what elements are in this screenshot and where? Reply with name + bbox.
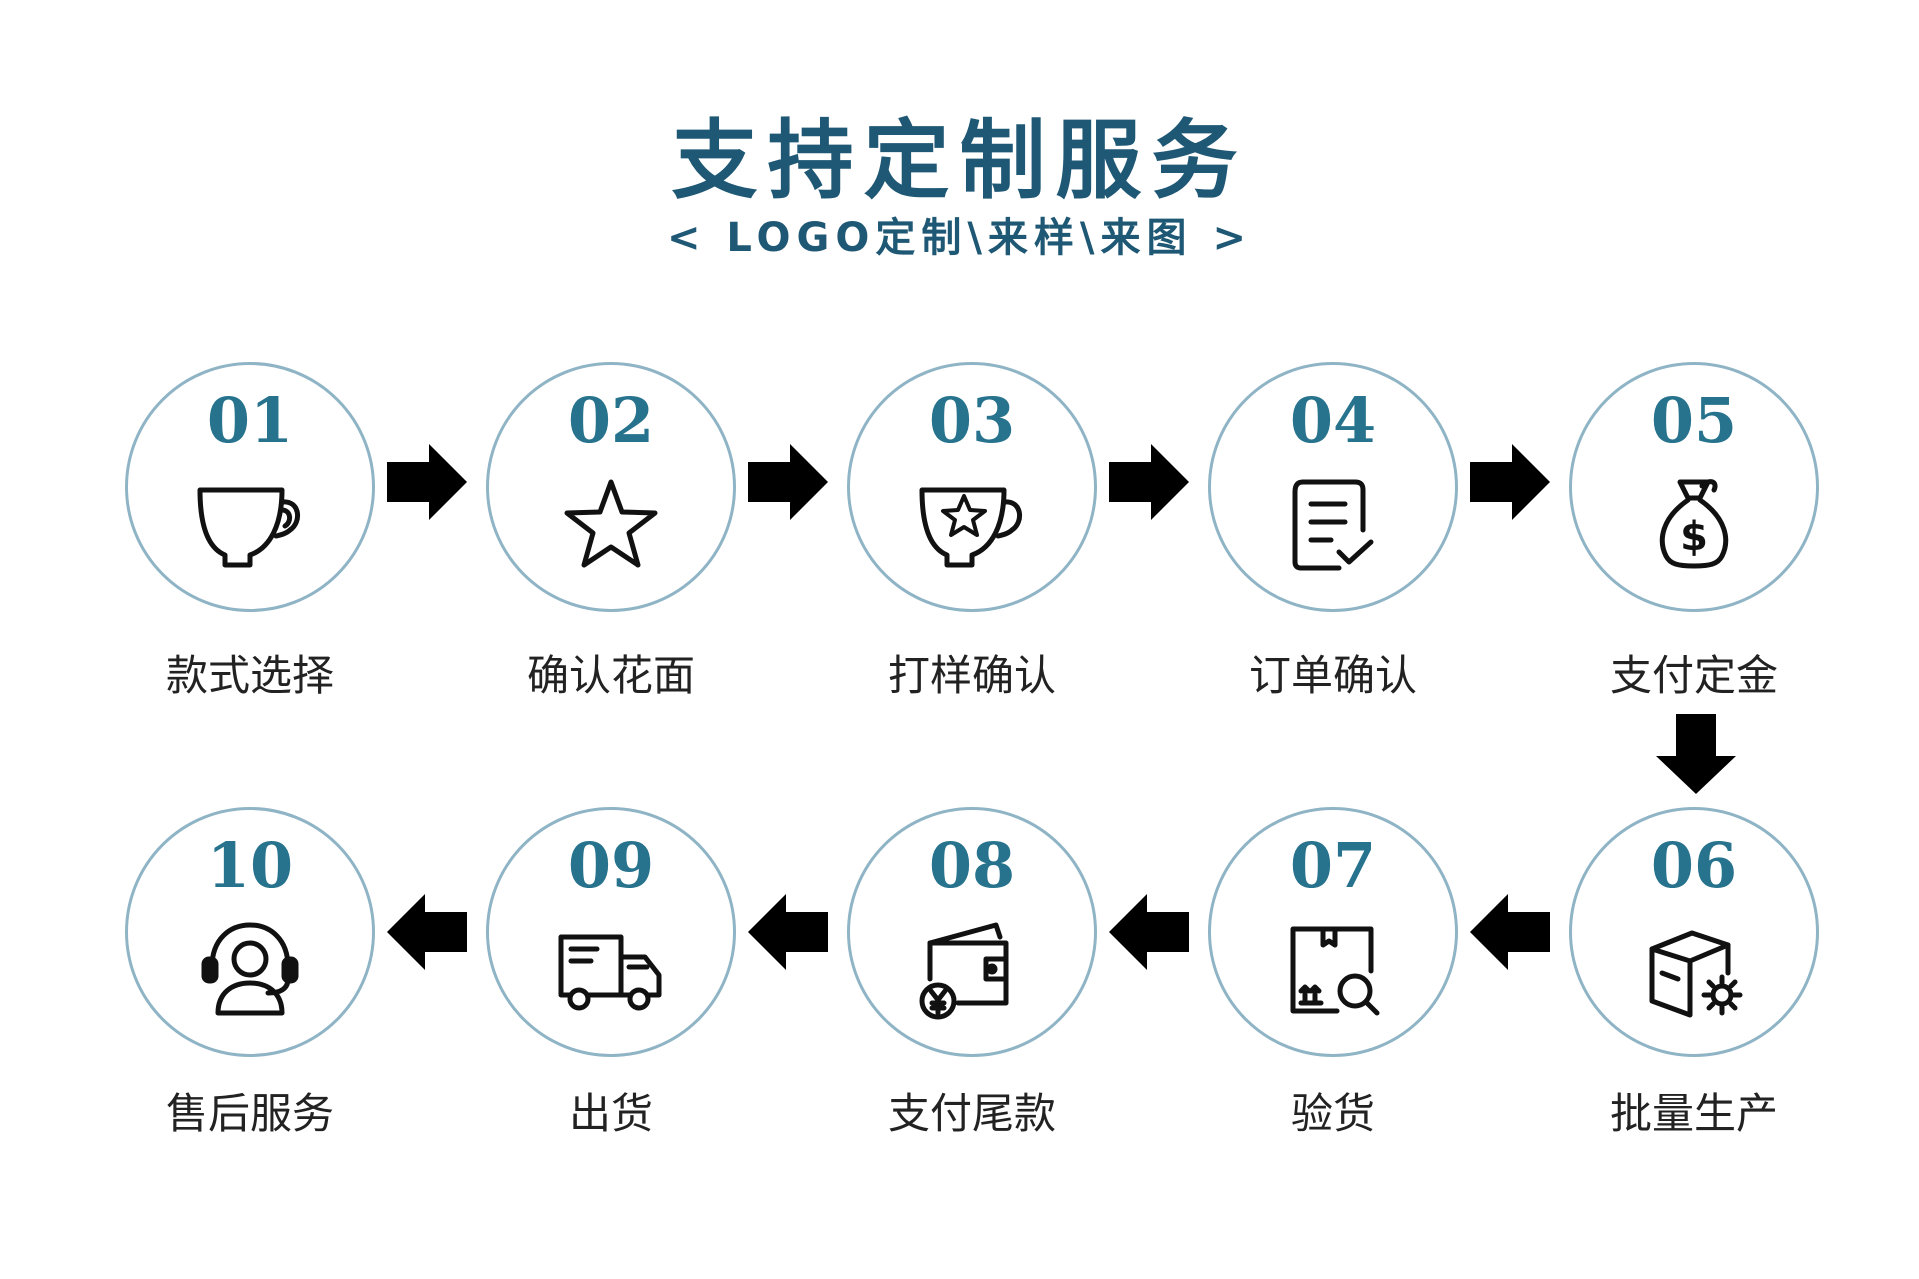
box-inspect-icon [1290, 926, 1380, 1016]
step-04: 04 [1208, 362, 1458, 612]
step-06: 06 [1569, 807, 1819, 1057]
page-subtitle: < LOGO定制\来样\来图 > [666, 215, 1252, 261]
arrow-left-icon [748, 894, 828, 970]
page-title: 支持定制服务 [671, 111, 1248, 211]
cup-star-icon [919, 487, 1022, 568]
arrow-right-icon [1109, 444, 1189, 520]
step-number: 07 [1289, 829, 1377, 902]
document-check-icon [1292, 479, 1374, 571]
step-09: 09 [486, 807, 736, 1057]
step-label: 确认花面 [526, 651, 695, 700]
step-label: 验货 [1290, 1089, 1375, 1138]
arrow-down-icon [1656, 714, 1736, 794]
step-label: 支付尾款 [887, 1089, 1056, 1138]
step-number: 06 [1650, 829, 1738, 902]
arrow-right-icon [387, 444, 467, 520]
step-label: 款式选择 [165, 651, 334, 700]
arrow-left-icon [387, 894, 467, 970]
step-08: 08 [847, 807, 1097, 1057]
star-icon [564, 479, 658, 568]
svg-text:$: $ [1680, 514, 1708, 560]
step-10: 10 [125, 807, 375, 1057]
step-number: 03 [928, 384, 1016, 457]
arrow-right-icon [748, 444, 828, 520]
step-07: 07 [1208, 807, 1458, 1057]
headset-support-icon [201, 922, 299, 1016]
wallet-yen-icon [919, 922, 1009, 1020]
cup-icon [197, 487, 300, 568]
arrow-right-icon [1470, 444, 1550, 520]
step-circle [847, 362, 1097, 612]
arrow-left-icon [1109, 894, 1189, 970]
step-label: 售后服务 [165, 1089, 334, 1138]
step-label: 打样确认 [887, 651, 1056, 700]
step-number: 08 [928, 829, 1016, 902]
step-03: 03 [847, 362, 1097, 612]
step-circle [1569, 362, 1819, 612]
step-label: 出货 [568, 1089, 653, 1138]
step-label: 批量生产 [1609, 1089, 1778, 1138]
step-02: 02 [486, 362, 736, 612]
step-number: 02 [567, 384, 655, 457]
step-01: 01 [125, 362, 375, 612]
step-05: 05 $ [1569, 362, 1819, 612]
box-gear-icon [1649, 930, 1743, 1018]
step-circle [486, 807, 736, 1057]
step-number: 04 [1289, 384, 1377, 457]
step-circle [125, 362, 375, 612]
step-number: 01 [206, 384, 294, 457]
step-label: 订单确认 [1248, 651, 1417, 700]
truck-icon [558, 934, 662, 1011]
step-number: 05 [1650, 384, 1738, 457]
step-number: 09 [567, 829, 655, 902]
step-number: 10 [206, 829, 294, 902]
step-label: 支付定金 [1609, 651, 1778, 700]
arrow-left-icon [1470, 894, 1550, 970]
money-bag-icon: $ [1659, 479, 1729, 569]
